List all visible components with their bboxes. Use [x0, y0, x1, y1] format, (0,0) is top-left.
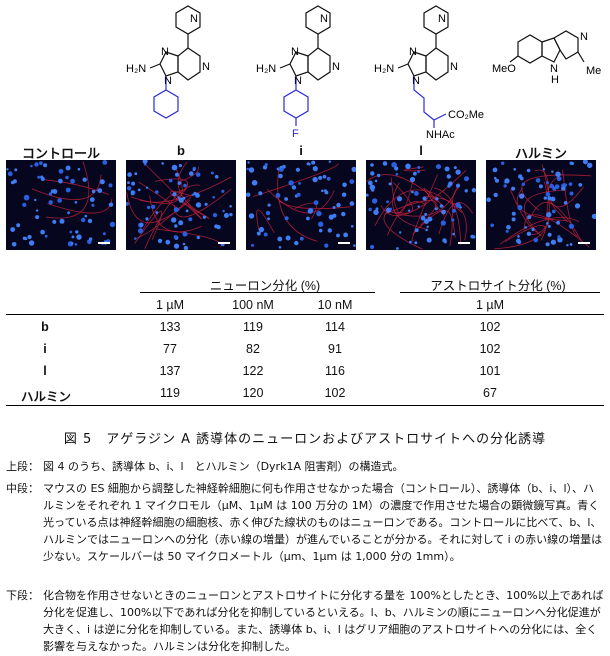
atom-h2n: H₂N: [126, 63, 146, 75]
table-cell: 102: [324, 386, 346, 400]
atom-me: Me: [586, 65, 601, 77]
paragraph-body: 化合物を作用させないときのニューロンとアストロサイトに分化する量を 100%とし…: [43, 589, 604, 653]
micrograph-image: [6, 160, 116, 247]
table-cell: 116: [325, 364, 345, 378]
micrograph-harmine: [486, 160, 596, 250]
rule: [400, 292, 600, 293]
header-astrocyte: アストロサイト分化 (%): [430, 279, 566, 293]
atom-n: N: [580, 31, 588, 43]
atom-n: N: [294, 75, 302, 87]
scale-bar: [338, 242, 350, 244]
paragraph-body: 図 4 のうち、誘導体 b、i、l とハルミン（Dyrk1A 阻害剤）の構造式。: [43, 460, 404, 473]
row-label: ハルミン: [20, 390, 71, 404]
atom-n: N: [450, 61, 458, 73]
micrograph-image: [246, 160, 356, 249]
atom-n: N: [291, 46, 299, 58]
figure-caption: 図 5 アゲラジン A 誘導体のニューロンおよびアストロサイトへの分化誘導: [63, 432, 547, 447]
row-label: i: [43, 342, 47, 356]
table-cell: 91: [328, 342, 342, 356]
atom-h2n: H₂N: [256, 63, 276, 75]
table-cell: 102: [479, 342, 501, 356]
micrograph-image: [126, 160, 233, 250]
paragraph-lead: 中段：: [6, 482, 39, 495]
paragraph-top: 上段： 図 4 のうち、誘導体 b、i、l とハルミン（Dyrk1A 阻害剤）の…: [6, 458, 602, 476]
paragraph-bottom: 下段： 化合物を作用させないときのニューロンとアストロサイトに分化する量を 10…: [6, 587, 604, 653]
table-cell: 67: [483, 386, 497, 400]
atom-co2me: CO₂Me: [448, 109, 484, 121]
micrograph-b: [126, 160, 236, 250]
structure-l: N N N N H₂N CO₂Me NHAc: [374, 5, 484, 140]
paragraph-middle: 中段： マウスの ES 細胞から調整した神経幹細胞に何も作用させなかった場合（コ…: [6, 480, 602, 584]
rule: [140, 292, 375, 293]
rule: [6, 314, 604, 315]
micrograph-image: [366, 161, 476, 250]
paragraph-body: マウスの ES 細胞から調整した神経幹細胞に何も作用させなかった場合（コントロー…: [43, 482, 603, 563]
subheader: 1 µM: [155, 298, 185, 312]
paragraph-lead: 上段：: [6, 460, 39, 473]
panel-label-harmine: ハルミン: [514, 146, 567, 161]
table-cell: 137: [159, 364, 181, 378]
table-cell: 114: [325, 320, 345, 334]
panel-label-l: l: [419, 143, 423, 158]
header-neuron: ニューロン分化 (%): [209, 279, 321, 293]
micrograph-image: [486, 160, 596, 250]
table-cell: 82: [246, 342, 260, 356]
scale-bar: [578, 242, 590, 244]
atom-n: N: [438, 13, 446, 25]
subheader: 100 nM: [232, 298, 274, 312]
scale-bar: [98, 242, 110, 244]
atom-n: N: [412, 75, 420, 87]
atom-n: N: [550, 63, 558, 75]
atom-nhac: NHAc: [426, 129, 455, 140]
atom-n: N: [190, 13, 198, 25]
atom-meo: MeO: [492, 63, 516, 75]
table-cell: 119: [160, 386, 180, 400]
table-cell: 122: [242, 364, 264, 378]
atom-n: N: [409, 46, 417, 58]
subheader: 1 µM: [475, 298, 505, 312]
atom-h: H: [551, 74, 559, 86]
row-label: l: [43, 364, 47, 378]
panel-label-control: コントロール: [21, 146, 100, 161]
micrograph-control: [6, 160, 116, 250]
paragraph-lead: 下段：: [6, 589, 39, 602]
table-cell: 77: [163, 342, 177, 356]
rule: [6, 405, 604, 406]
scale-bar: [218, 242, 230, 244]
structure-b: N N N N H₂N: [126, 5, 210, 119]
structure-i: N N N N H₂N F: [256, 5, 340, 140]
table-cell: 101: [479, 364, 501, 378]
row-label: b: [41, 320, 49, 334]
atom-n: N: [164, 75, 172, 87]
atom-n: N: [332, 61, 340, 73]
atom-h2n: H₂N: [374, 63, 394, 75]
scale-bar: [458, 242, 470, 244]
table-cell: 120: [242, 386, 264, 400]
atom-n: N: [161, 46, 169, 58]
structure-harmine: MeO N N H Me: [492, 30, 601, 86]
panel-label-b: b: [177, 143, 185, 158]
table-cell: 119: [243, 320, 263, 334]
micrograph-i: [246, 160, 356, 250]
micrograph-l: [366, 160, 476, 250]
atom-f: F: [292, 128, 299, 140]
atom-n: N: [202, 61, 210, 73]
atom-n: N: [320, 13, 328, 25]
table-cell: 133: [159, 320, 181, 334]
subheader: 10 nM: [317, 298, 353, 312]
panel-label-i: i: [299, 143, 303, 158]
table-cell: 102: [479, 320, 501, 334]
